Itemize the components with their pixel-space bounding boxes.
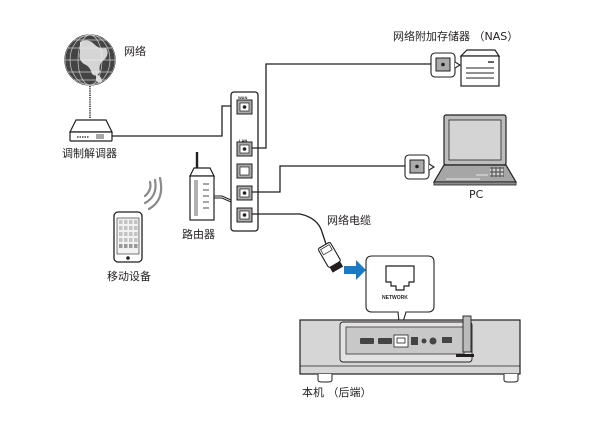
app-tile bbox=[124, 238, 128, 242]
app-tile bbox=[129, 226, 133, 230]
app-tile bbox=[124, 244, 128, 248]
unit-rear-label: 本机 （后端） bbox=[302, 386, 372, 399]
lan-unit-cable bbox=[252, 213, 327, 245]
pc-port-icon bbox=[404, 154, 436, 180]
wireless-signal-icon bbox=[143, 176, 163, 211]
app-tile bbox=[129, 238, 133, 242]
network-port-callout bbox=[365, 255, 435, 333]
wan-port-icon bbox=[236, 99, 253, 115]
wan-port-label: WAN bbox=[238, 95, 248, 100]
mobile-device-label: 移动设备 bbox=[107, 270, 151, 283]
nas-port-icon bbox=[430, 52, 462, 78]
app-tile bbox=[129, 220, 133, 224]
modem-wan-cable bbox=[112, 105, 244, 137]
app-tile bbox=[119, 226, 123, 230]
globe-icon bbox=[64, 34, 116, 86]
pc-label: PC bbox=[469, 188, 484, 201]
cable-label: 网络电缆 bbox=[327, 214, 371, 227]
app-tile bbox=[129, 244, 133, 248]
lan-pc-cable bbox=[252, 165, 408, 193]
app-tile bbox=[119, 232, 123, 236]
app-tile bbox=[119, 244, 123, 248]
ethernet-plug-icon bbox=[317, 242, 344, 273]
app-tile bbox=[124, 226, 128, 230]
lan-port-label: LAN bbox=[239, 138, 248, 143]
app-tile bbox=[134, 220, 138, 224]
app-tile bbox=[134, 238, 138, 242]
app-tile bbox=[124, 220, 128, 224]
app-tile bbox=[119, 220, 123, 224]
lan-port-icon bbox=[236, 207, 253, 223]
unit-rear-icon bbox=[299, 315, 521, 383]
lan-port-icon bbox=[236, 141, 253, 157]
router-icon bbox=[189, 152, 215, 221]
app-tile bbox=[119, 238, 123, 242]
app-tile bbox=[134, 226, 138, 230]
app-tile bbox=[134, 232, 138, 236]
app-tile bbox=[124, 232, 128, 236]
lan-port-icon bbox=[236, 163, 253, 179]
mobile-device-icon bbox=[113, 211, 143, 263]
modem-label: 调制解调器 bbox=[62, 147, 117, 160]
lan-port-icon bbox=[236, 185, 253, 201]
internet-label: 网络 bbox=[124, 45, 146, 58]
modem-icon bbox=[69, 119, 113, 142]
connect-arrow-icon bbox=[344, 260, 366, 280]
network-port-label: NETWORK bbox=[382, 295, 408, 301]
app-tile bbox=[129, 232, 133, 236]
router-label: 路由器 bbox=[182, 228, 215, 241]
app-tile bbox=[134, 244, 138, 248]
nas-icon bbox=[459, 49, 501, 87]
nas-label: 网络附加存储器 （NAS） bbox=[393, 30, 519, 43]
laptop-icon bbox=[432, 114, 518, 186]
lan-nas-cable bbox=[252, 63, 431, 149]
